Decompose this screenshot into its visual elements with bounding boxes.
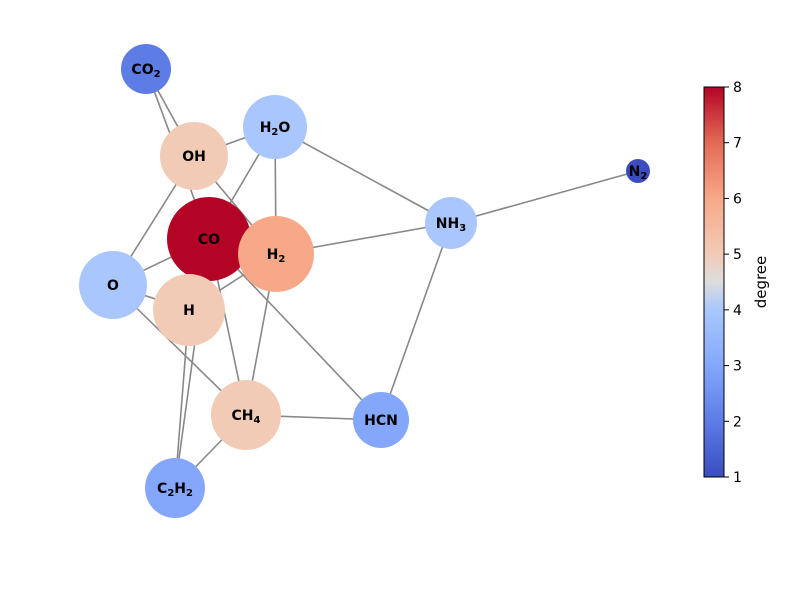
node-nh3[interactable]: NH3 (425, 197, 477, 249)
node-circle-h2o (243, 95, 307, 159)
node-circle-oh (160, 122, 228, 190)
colorbar-tick-label-8: 8 (733, 80, 742, 96)
node-n2[interactable]: N2 (626, 159, 650, 183)
edge-h2o-nh3 (274, 126, 452, 224)
colorbar-tick-label-4: 4 (733, 303, 742, 319)
edge-nh3-hcn (380, 222, 452, 421)
node-label-c2h2: C2H2 (157, 481, 193, 499)
colorbar-tick-label-2: 2 (733, 414, 742, 430)
node-label-nh3: NH3 (436, 216, 466, 234)
colorbar-tick-label-7: 7 (733, 136, 742, 152)
node-label-co: CO (198, 232, 220, 248)
node-h[interactable]: H (153, 274, 225, 346)
node-label-o: O (107, 278, 119, 294)
node-h2[interactable]: H2 (238, 216, 314, 292)
node-label-hcn: HCN (364, 413, 398, 429)
node-label-h: H (183, 303, 195, 319)
colorbar-tick-label-1: 1 (733, 470, 742, 486)
node-c2h2[interactable]: C2H2 (145, 458, 205, 518)
node-label-oh: OH (182, 149, 206, 165)
node-circle-nh3 (425, 197, 477, 249)
colorbar-tick-label-6: 6 (733, 191, 742, 207)
colorbar-ticks: 1 2 3 4 5 6 7 8 (724, 80, 742, 486)
node-h2o[interactable]: H2O (243, 95, 307, 159)
node-ch4[interactable]: CH4 (211, 380, 281, 450)
node-label-h2: H2 (267, 247, 286, 265)
node-circle-h2 (238, 216, 314, 292)
node-circle-co (167, 197, 251, 281)
node-circle-o (79, 251, 147, 319)
node-circle-co2 (121, 44, 171, 94)
node-oh[interactable]: OH (160, 122, 228, 190)
node-label-n2: N2 (629, 164, 648, 182)
node-label-h2o: H2O (260, 120, 291, 138)
colorbar-label: degree (752, 256, 770, 309)
node-label-ch4: CH4 (232, 408, 261, 426)
node-circle-hcn (353, 392, 409, 448)
node-circle-c2h2 (145, 458, 205, 518)
node-circle-ch4 (211, 380, 281, 450)
colorbar-tick-label-3: 3 (733, 359, 742, 375)
node-o[interactable]: O (79, 251, 147, 319)
node-co2[interactable]: CO2 (121, 44, 171, 94)
node-label-co2: CO2 (131, 62, 160, 80)
node-circle-n2 (626, 159, 650, 183)
node-circle-h (153, 274, 225, 346)
node-hcn[interactable]: HCN (353, 392, 409, 448)
edge-nh3-n2 (450, 170, 639, 224)
colorbar-gradient (703, 86, 725, 478)
node-co[interactable]: CO (167, 197, 251, 281)
colorbar: 1 2 3 4 5 6 7 8 degree (703, 80, 770, 486)
colorbar-tick-label-5: 5 (733, 247, 742, 263)
